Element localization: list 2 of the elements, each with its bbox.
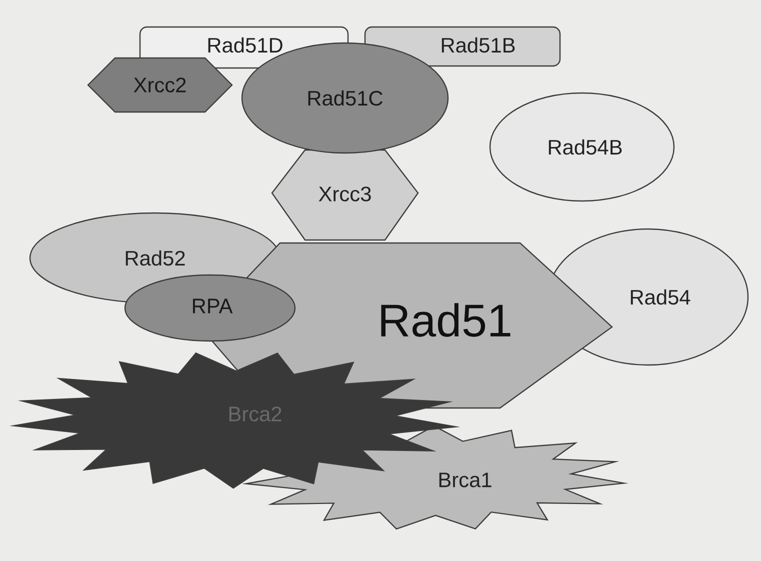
hexagon: Xrcc2 <box>87 57 233 113</box>
hexagon: Xrcc3 <box>271 149 419 241</box>
